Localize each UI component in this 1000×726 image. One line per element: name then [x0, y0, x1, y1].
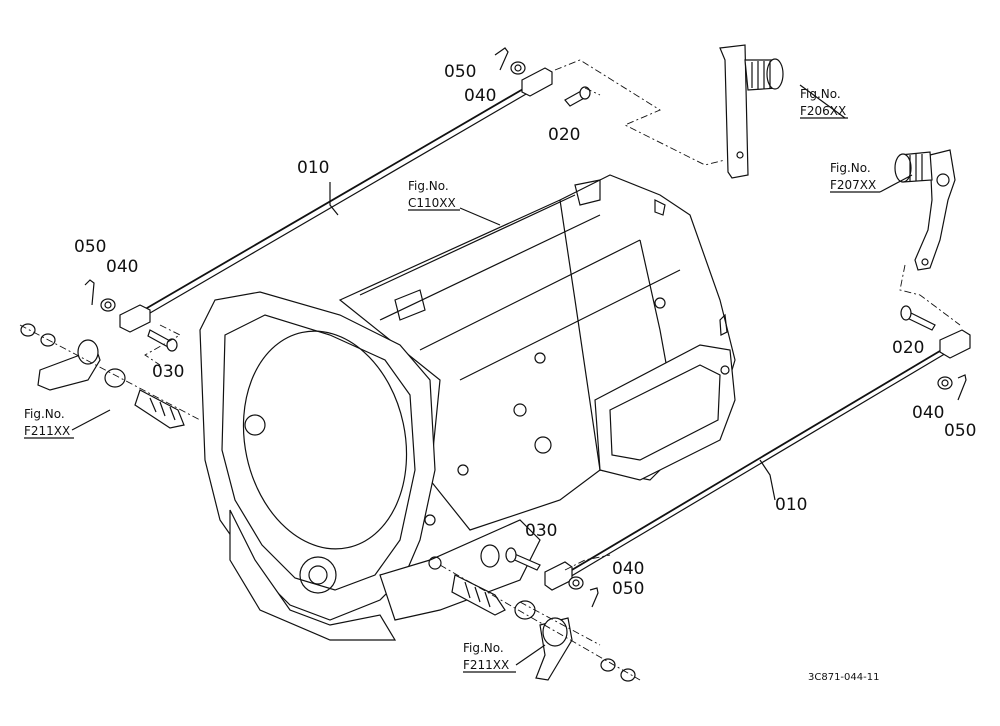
- washer-040-right: [937, 376, 953, 390]
- label-050-right: 050: [944, 421, 976, 441]
- figure-refs: Fig.No. F206XX Fig.No. F207XX Fig.No. C1…: [24, 87, 880, 673]
- drawing-code: 3C871-044-11: [808, 672, 879, 683]
- washer-040-top: [510, 61, 526, 75]
- clevis-top: [521, 67, 553, 97]
- cotter-pin-050-left: [84, 279, 95, 306]
- lever-assembly-bottom: [451, 574, 636, 682]
- cotter-pin-050-right: [957, 374, 967, 401]
- fig-c110-code: C110XX: [408, 196, 456, 210]
- label-050-bottom: 050: [612, 579, 644, 599]
- label-040-bottom: 040: [612, 559, 644, 579]
- washer-040-bottom: [568, 576, 584, 590]
- label-040-left: 040: [106, 257, 138, 277]
- fig-c110-label: Fig.No.: [408, 179, 449, 193]
- shaft-arm-f207: [894, 149, 956, 271]
- rod-assembly-right: [505, 305, 971, 608]
- clevis-right: [939, 329, 971, 359]
- fig-f211-bottom-code: F211XX: [463, 658, 509, 672]
- fig-f207-code: F207XX: [830, 178, 876, 192]
- label-010-top: 010: [297, 158, 329, 178]
- fig-f211-bottom-label: Fig.No.: [463, 641, 504, 655]
- rod-assembly-top: [84, 47, 591, 352]
- fig-f206-label: Fig.No.: [800, 87, 841, 101]
- clevis-left: [119, 304, 151, 333]
- label-020-right: 020: [892, 338, 924, 358]
- label-020-top: 020: [548, 125, 580, 145]
- fig-f207-label: Fig.No.: [830, 161, 871, 175]
- cotter-pin-050-bottom: [589, 587, 599, 608]
- lever-assembly-left: [20, 323, 185, 429]
- label-050-left: 050: [74, 237, 106, 257]
- fig-f211-left-label: Fig.No.: [24, 407, 65, 421]
- label-030-left: 030: [152, 362, 184, 382]
- part-labels: 050 040 020 010 050 040 030 020 040 050 …: [74, 62, 976, 599]
- transmission-housing: [199, 174, 736, 641]
- leader-lines: [71, 84, 913, 666]
- center-lines: [19, 59, 961, 681]
- cotter-pin-050-top: [494, 47, 509, 71]
- label-030-bottom: 030: [525, 521, 557, 541]
- clevis-bottom: [544, 561, 573, 591]
- label-010-right: 010: [775, 495, 807, 515]
- label-040-top: 040: [464, 86, 496, 106]
- fig-f211-left-code: F211XX: [24, 424, 70, 438]
- label-040-right: 040: [912, 403, 944, 423]
- washer-040-left: [100, 298, 116, 312]
- shaft-arm-f206: [719, 44, 784, 179]
- label-050-top: 050: [444, 62, 476, 82]
- fig-f206-code: F206XX: [800, 104, 846, 118]
